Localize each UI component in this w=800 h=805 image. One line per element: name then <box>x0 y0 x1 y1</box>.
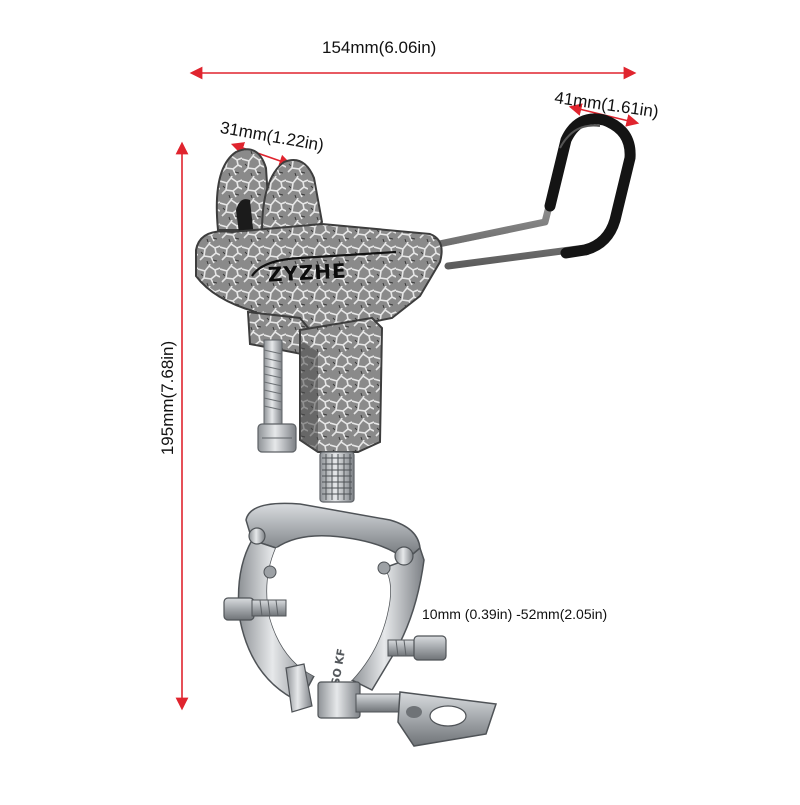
knurled-stem <box>319 451 355 503</box>
wire-handle <box>416 113 636 270</box>
side-screw-right <box>387 635 447 661</box>
wing-nut-bracket <box>285 663 498 747</box>
overall-width-label: 154mm(6.06in) <box>322 38 437 57</box>
clamp-range-label: 10mm (0.39in) -52mm(2.05in) <box>422 606 608 622</box>
brand-logo: ZYZHE <box>251 250 397 287</box>
rod-rest-head: ZYZHE <box>195 148 443 453</box>
tightening-screw <box>257 339 297 453</box>
side-screw-left <box>223 597 287 621</box>
overall-height-label: 195mm(7.68in) <box>158 340 177 456</box>
svg-text:ZYZHE: ZYZHE <box>267 259 347 287</box>
